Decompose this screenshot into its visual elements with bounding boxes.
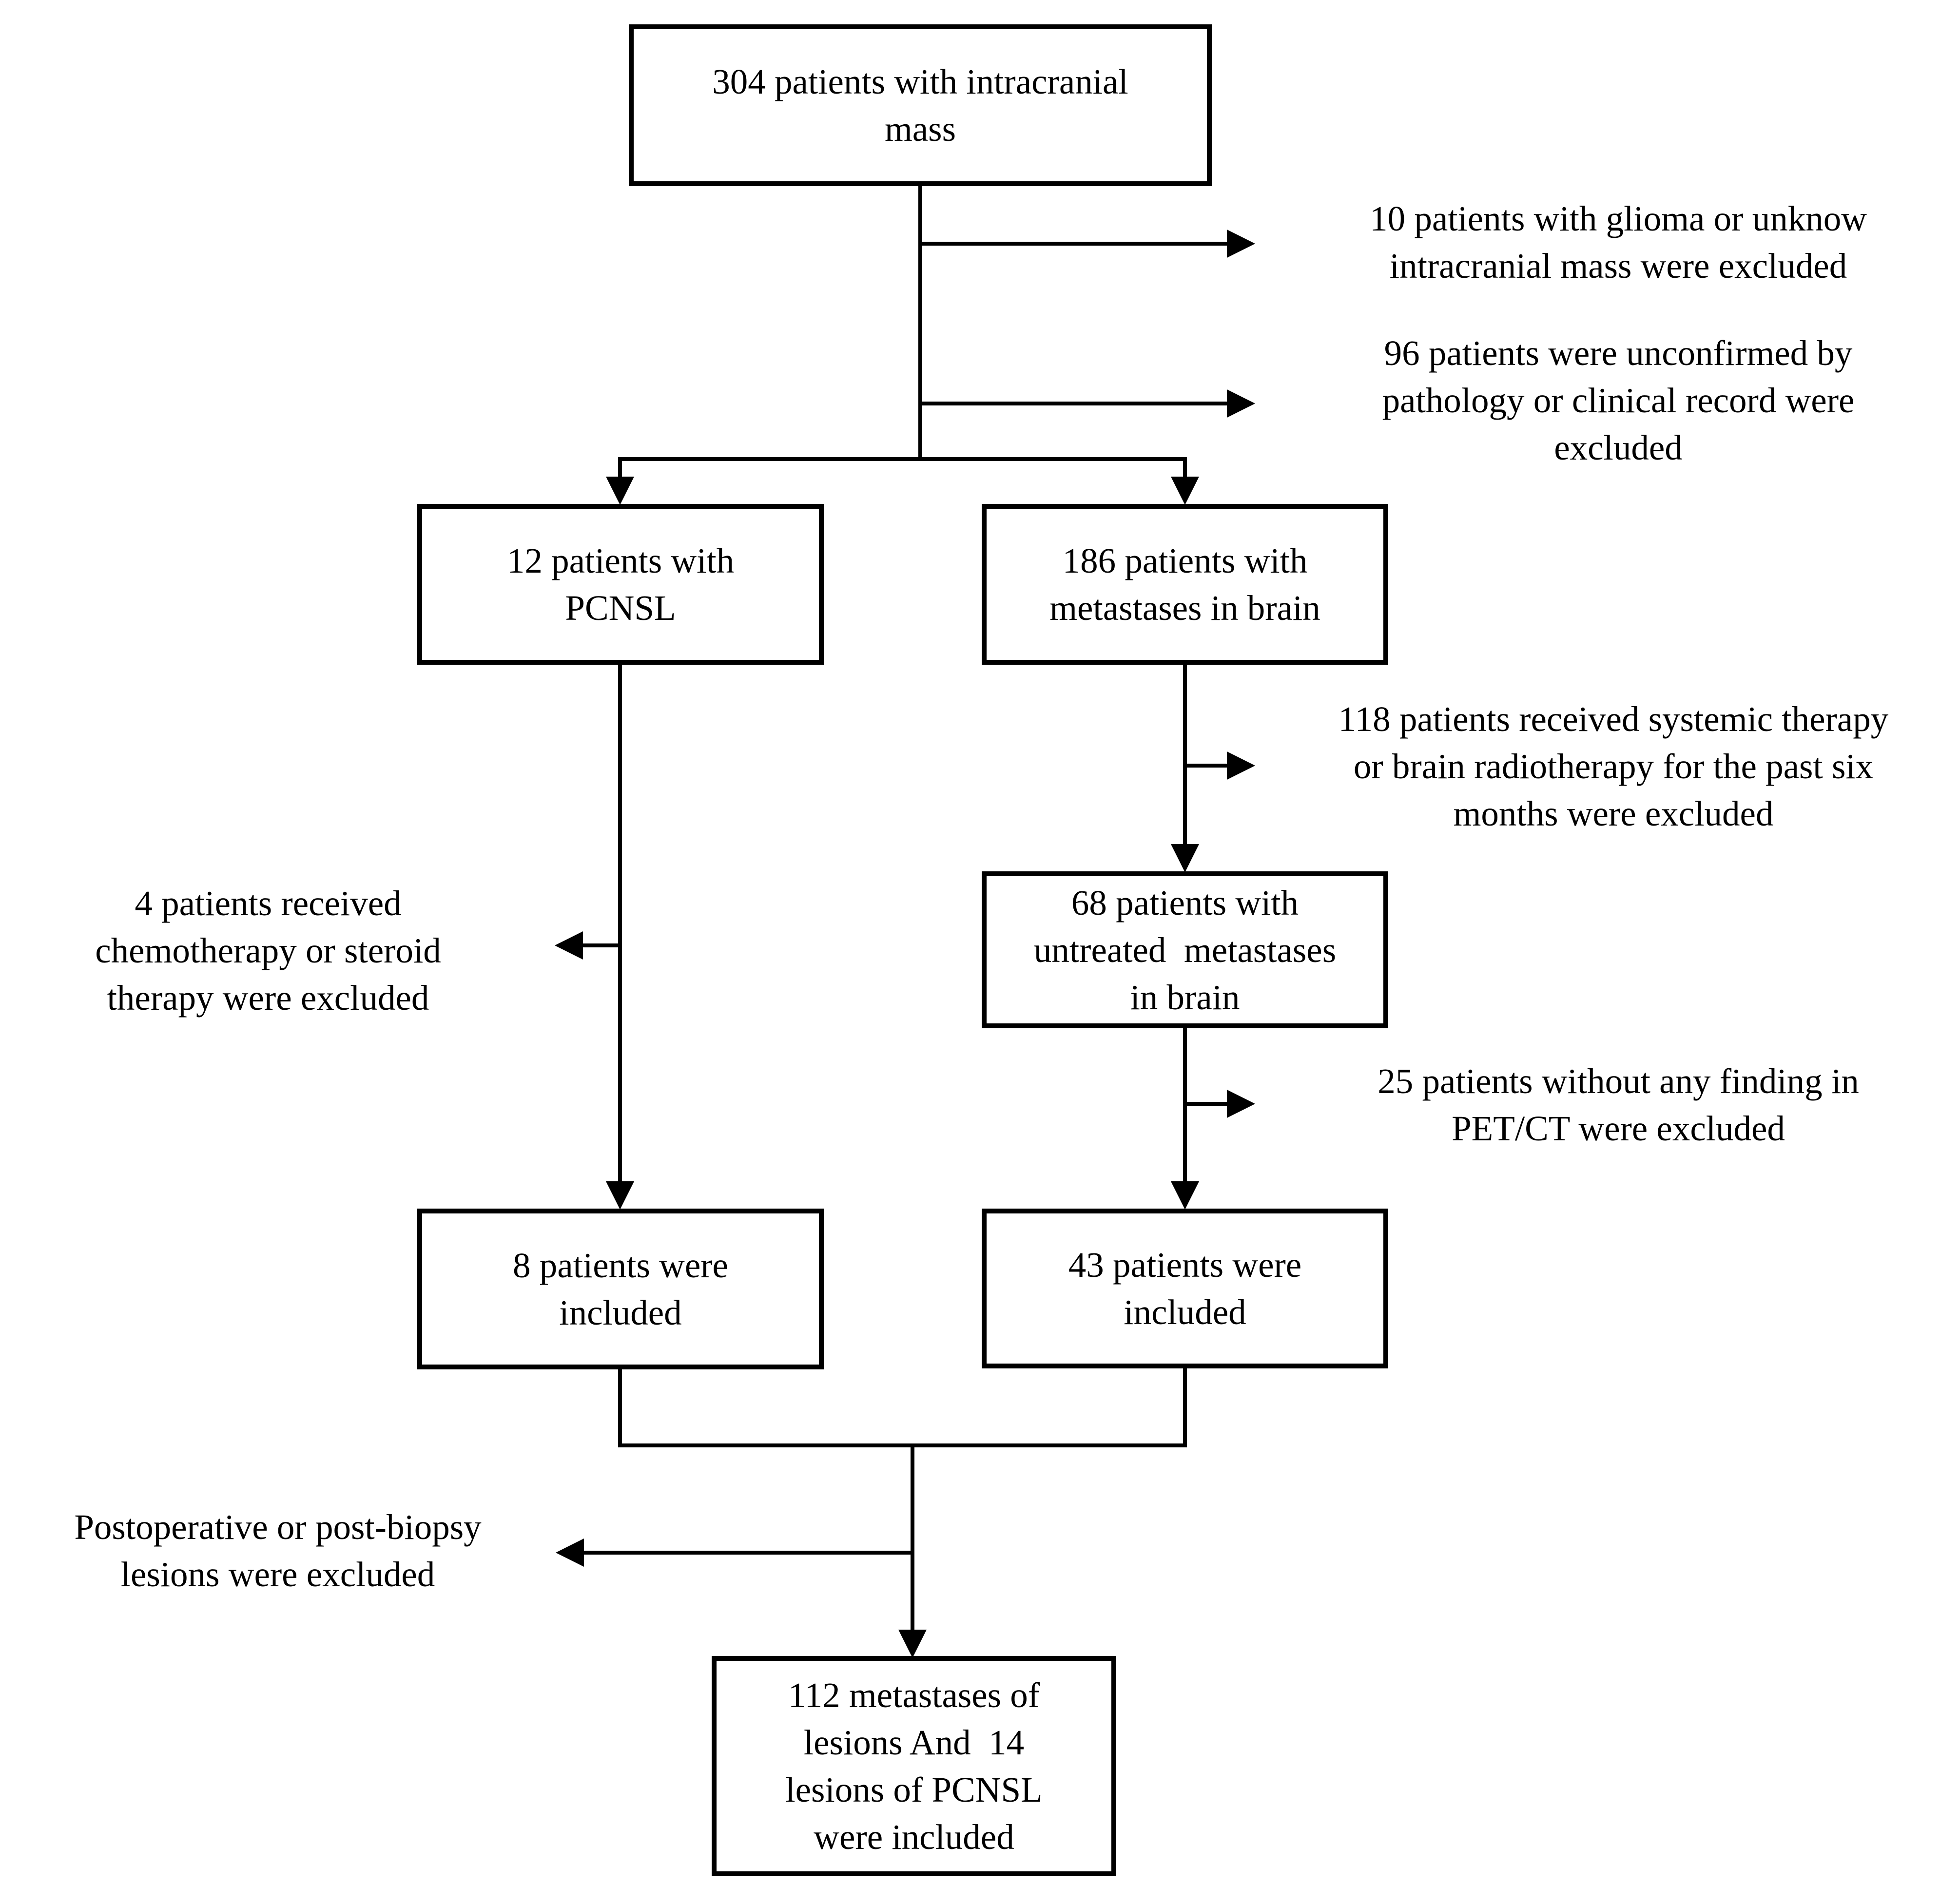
box-final-lesions-included: 112 metastases of lesions And 14 lesions… (712, 1656, 1116, 1876)
note-excluded-petct: 25 patients without any finding in PET/C… (1378, 1061, 1859, 1148)
arrowhead-right-unconfirmed-icon (1227, 389, 1255, 418)
connector-included-right-down (1183, 1366, 1187, 1447)
arrowhead-right-systemic-icon (1227, 751, 1255, 780)
arrowhead-down-final-icon (898, 1630, 927, 1658)
connector-total-down (918, 186, 922, 461)
note-excluded-chemotherapy: 4 patients received chemotherapy or ster… (95, 884, 441, 1018)
box-brain-metastases: 186 patients with metastases in brain (982, 504, 1388, 665)
note-excluded-glioma: 10 patients with glioma or unknow intrac… (1370, 199, 1867, 286)
arrowhead-down-untreated-icon (1171, 844, 1199, 872)
arrowhead-left-postoperative-icon (556, 1539, 584, 1567)
arrowhead-right-petct-icon (1227, 1090, 1255, 1118)
connector-pcnsl-down (618, 663, 622, 1181)
connector-metastases-down (1183, 663, 1187, 844)
arrowhead-right-glioma-icon (1227, 230, 1255, 258)
connector-branch-postoperative (583, 1551, 912, 1555)
connector-merge-horizontal (618, 1443, 1187, 1447)
arrowhead-down-metastases-included-icon (1171, 1181, 1199, 1210)
connector-branch-systemic (1185, 764, 1227, 768)
connector-split-horizontal (618, 457, 1187, 461)
connector-branch-chemotherapy (582, 943, 622, 947)
arrowhead-down-pcnsl-included-icon (606, 1181, 634, 1210)
connector-final-down (911, 1443, 914, 1630)
connector-included-left-down (618, 1367, 622, 1447)
arrowhead-down-metastases-icon (1171, 477, 1199, 505)
note-excluded-systemic-therapy: 118 patients received systemic therapy o… (1338, 699, 1889, 833)
box-pcnsl: 12 patients with PCNSL (417, 504, 824, 665)
arrowhead-down-pcnsl-icon (606, 477, 634, 505)
note-excluded-postoperative: Postoperative or post-biopsy lesions wer… (74, 1507, 482, 1594)
connector-branch-glioma (920, 242, 1227, 246)
note-excluded-unconfirmed: 96 patients were unconfirmed by patholog… (1382, 333, 1855, 467)
arrowhead-left-chemotherapy-icon (555, 931, 583, 960)
box-pcnsl-included: 8 patients were included (417, 1209, 824, 1369)
connector-branch-unconfirmed (920, 402, 1227, 405)
box-metastases-included: 43 patients were included (982, 1209, 1388, 1368)
connector-branch-petct (1185, 1102, 1227, 1106)
connector-split-left-drop (618, 457, 622, 477)
connector-split-right-drop (1183, 457, 1187, 477)
box-untreated-metastases: 68 patients with untreated metastases in… (982, 871, 1388, 1028)
box-total-intracranial-mass: 304 patients with intracranial mass (629, 24, 1212, 186)
